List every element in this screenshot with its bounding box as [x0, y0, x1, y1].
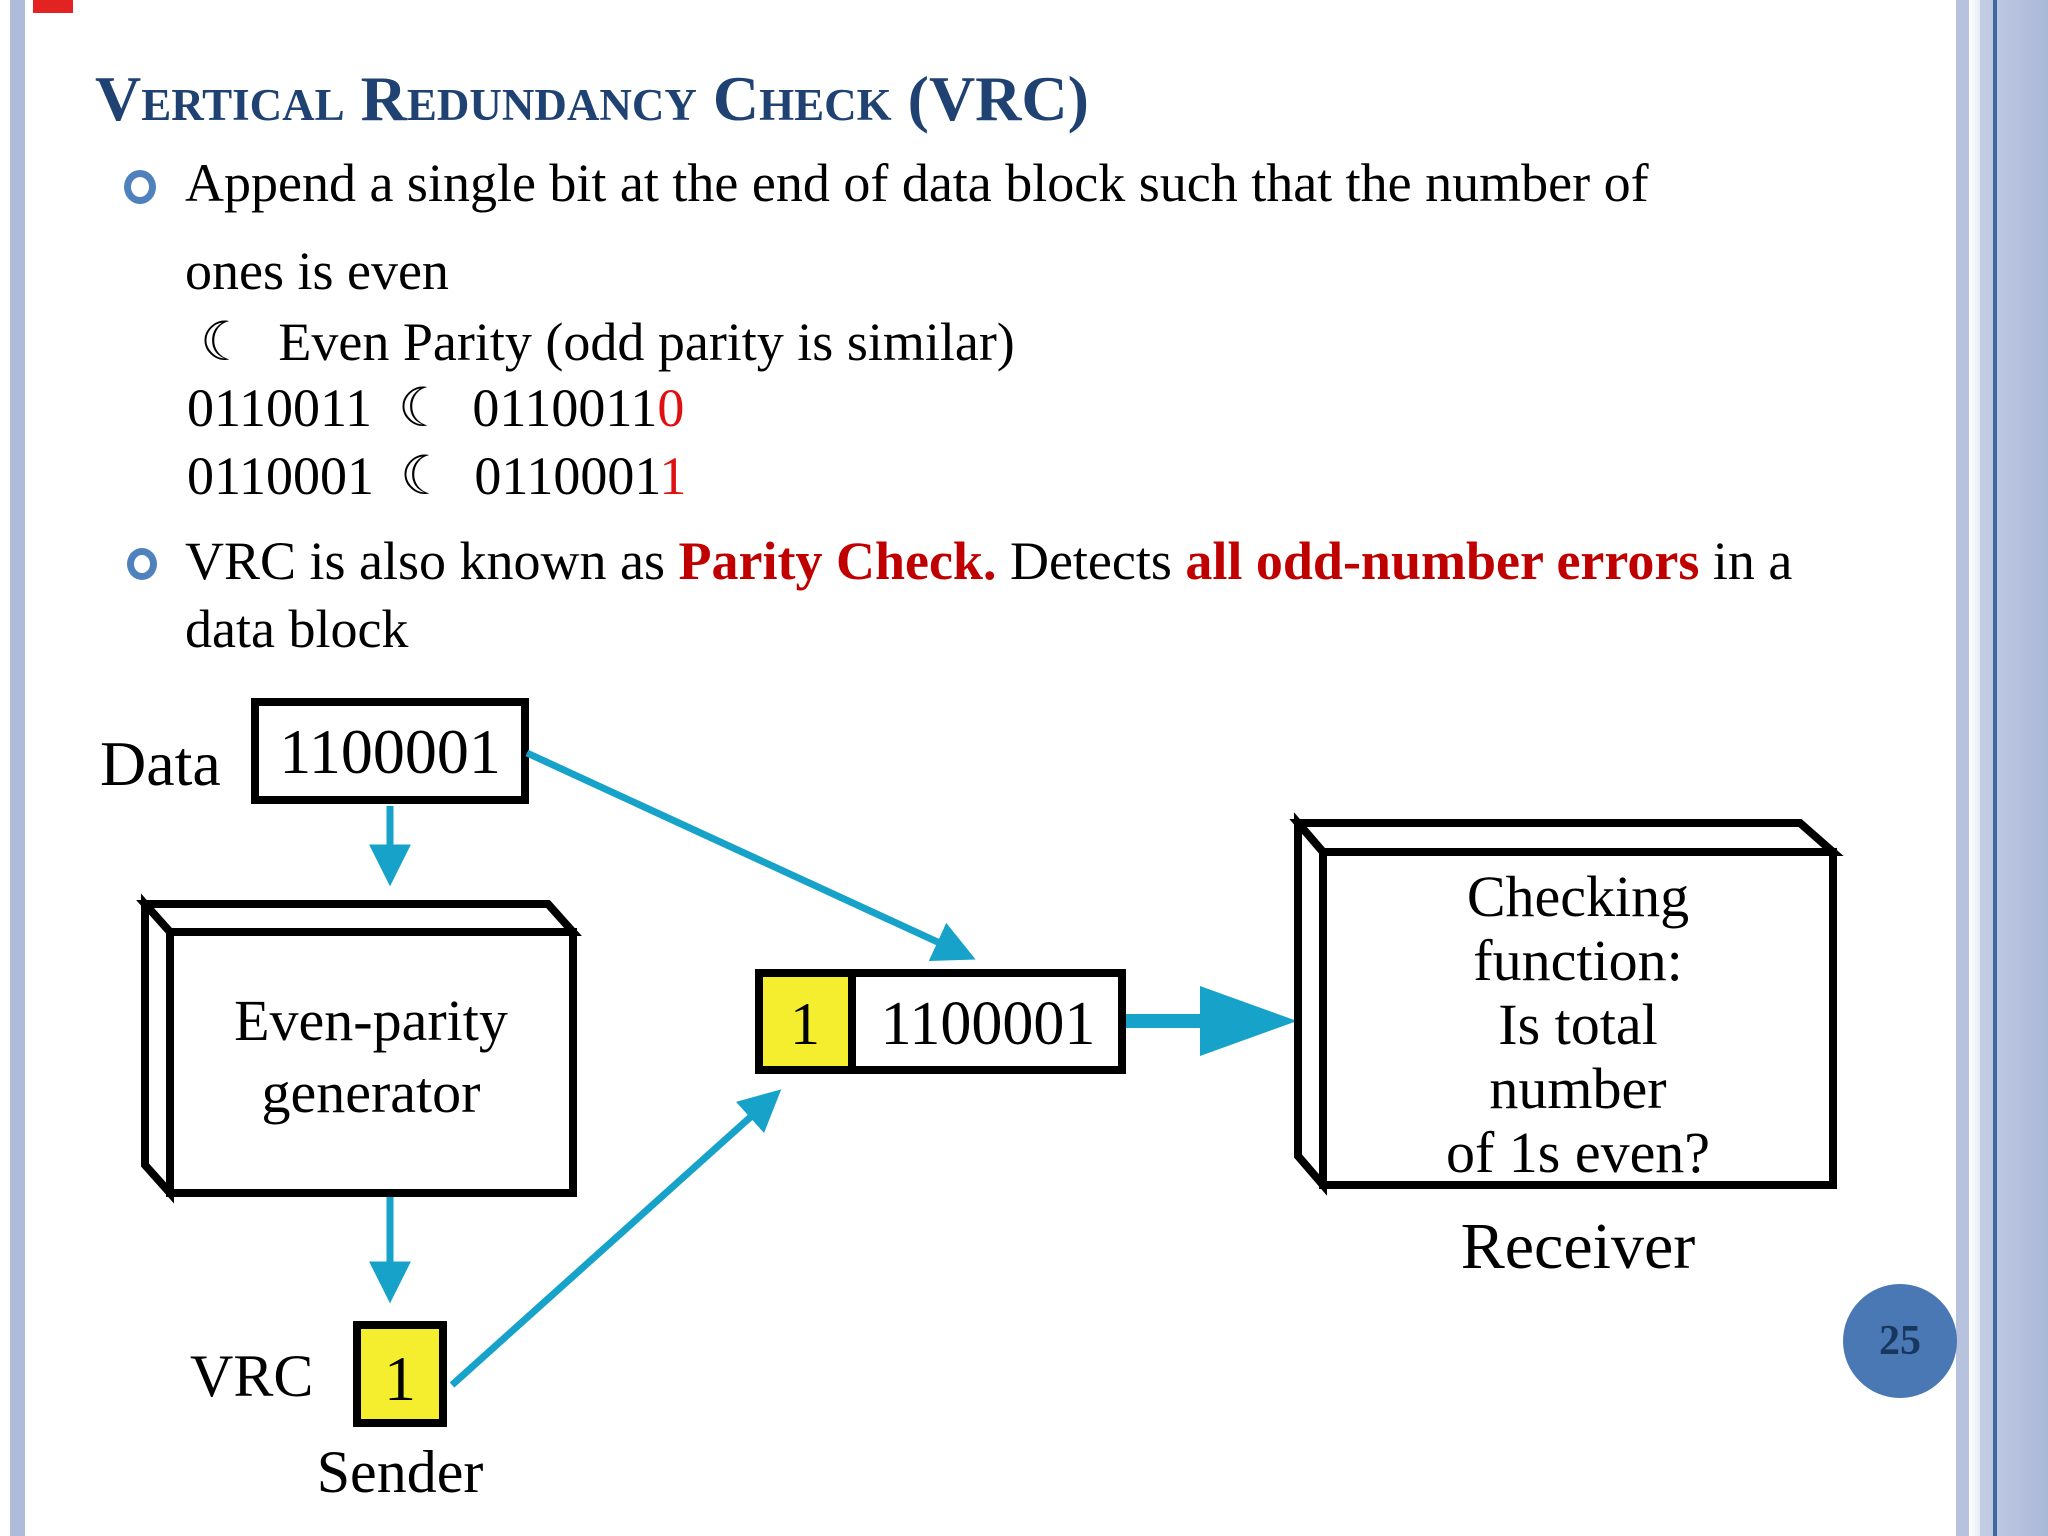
example2-parity-bit: 1 [659, 446, 687, 506]
bullet2-text: Detects [996, 531, 1186, 591]
sender-label: Sender [317, 1439, 484, 1505]
data-label: Data [100, 728, 221, 799]
vrc-bit-box [353, 1321, 447, 1427]
vrc-bit-value: 1 [384, 1343, 416, 1414]
example1-parity-bit: 0 [657, 378, 685, 438]
example1-input: 0110011 [187, 378, 372, 438]
generator-box [166, 928, 577, 1197]
bullet2-parity-check-emphasis: Parity Check. [678, 531, 997, 591]
checker-line: Is total [1498, 992, 1657, 1057]
arrow-codeword-to-receiver-head [1200, 986, 1297, 1056]
codeword-bits: 1100001 [881, 990, 1096, 1058]
right-border-gap [1969, 0, 1980, 1536]
right-border-stripe-inner [1956, 0, 1969, 1536]
arrow-data-to-codeword [525, 749, 976, 962]
sub-bullet-line: ☾ Even Parity (odd parity is similar) [200, 310, 1015, 373]
bullet2-odd-errors-emphasis: all odd-number errors [1185, 531, 1700, 591]
page-number-badge: 25 [1843, 1284, 1957, 1398]
checker-line: number [1489, 1056, 1666, 1121]
bullet-icon [124, 170, 156, 204]
parity-example-2: 0110001☾01100011 [187, 444, 686, 507]
page-number: 25 [1879, 1318, 1921, 1364]
receiver-label: Receiver [1461, 1210, 1696, 1283]
moon-bullet-icon: ☾ [200, 312, 249, 372]
bullet1-line2: ones is even [185, 241, 449, 301]
checker-line: Checking [1467, 864, 1689, 929]
checker-box-top-face [1289, 819, 1844, 856]
bullet2-text: in a [1699, 531, 1793, 591]
data-bits: 1100001 [279, 716, 501, 787]
right-border-stripe-outer [1980, 0, 2048, 1536]
checker-box [1319, 848, 1837, 1189]
sub-bullet-text: Even Parity (odd parity is similar) [278, 312, 1015, 372]
vrc-label: VRC [190, 1343, 313, 1409]
slide-title: Vertical Redundancy Check (VRC) [95, 63, 1089, 134]
left-border-stripe [10, 0, 25, 1536]
moon-arrow-icon: ☾ [400, 446, 449, 506]
bullet-icon [127, 548, 157, 580]
example2-output: 0110001 [474, 446, 660, 506]
moon-arrow-icon: ☾ [398, 378, 447, 438]
checker-line: function: [1473, 928, 1682, 993]
generator-label-line1: Even-parity [234, 988, 508, 1053]
example2-input: 0110001 [187, 446, 374, 506]
parity-example-1: 0110011☾01100110 [187, 376, 684, 439]
example1-output: 0110011 [472, 378, 658, 438]
bullet1-line1: Append a single bit at the end of data b… [185, 153, 1649, 213]
codeword-parity-bit: 1 [790, 991, 820, 1057]
generator-label-line2: generator [262, 1060, 481, 1125]
right-border-accent-line [1993, 0, 1997, 1536]
arrow-vrc-to-codeword [449, 1089, 782, 1388]
top-left-red-mark [33, 0, 73, 13]
checker-line: of 1s even? [1446, 1120, 1710, 1185]
bullet2-text: VRC is also known as [185, 531, 679, 591]
data-box [251, 698, 529, 804]
codeword-parity-cell [755, 969, 856, 1074]
bullet2-line2: data block [185, 599, 409, 659]
generator-box-top-face [136, 900, 582, 936]
bullet2-line1: VRC is also known as Parity Check. Detec… [185, 530, 1792, 592]
